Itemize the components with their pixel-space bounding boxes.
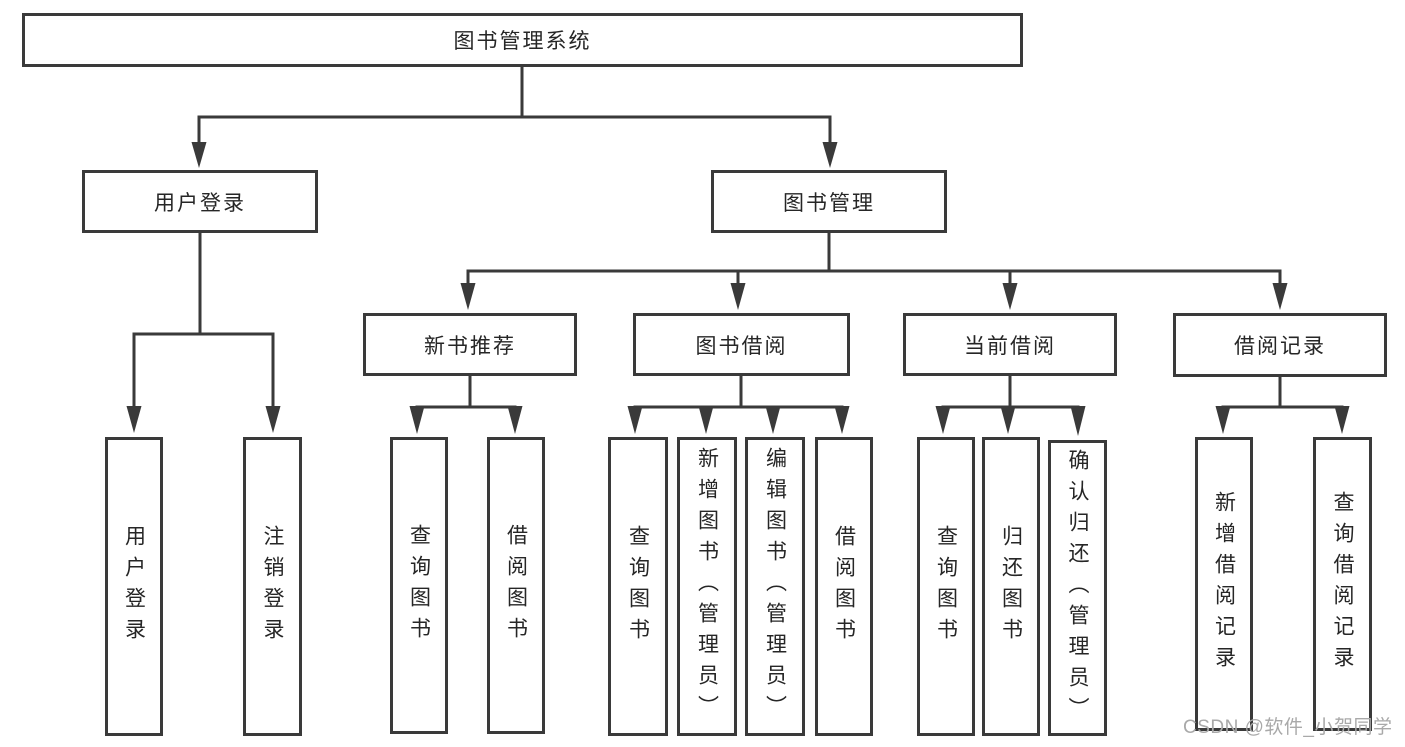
node-label: 图书借阅 [695, 334, 788, 358]
leaf-label: 编辑图书（管理员） [763, 447, 787, 726]
leaf-add-book-admin: 新增图书（管理员） [677, 437, 737, 736]
leaf-current-query-books: 查询图书 [917, 437, 975, 736]
leaf-label: 查询图书 [626, 524, 650, 649]
node-label: 新书推荐 [424, 334, 516, 358]
leaf-query-borrow-record: 查询借阅记录 [1313, 437, 1372, 731]
node-label: 图书管理系统 [453, 30, 592, 53]
leaf-label: 用户登录 [122, 524, 146, 649]
node-library-management-system: 图书管理系统 [22, 13, 1023, 67]
connector-borrow-children [627, 375, 850, 434]
leaf-borrow-books: 借阅图书 [815, 437, 873, 736]
node-label: 图书管理 [783, 191, 875, 215]
leaf-label: 查询图书 [934, 524, 958, 649]
node-book-borrow: 图书借阅 [633, 313, 850, 376]
leaf-user-login: 用户登录 [105, 437, 163, 736]
node-label: 用户登录 [154, 191, 246, 215]
connector-book-management-to-level3 [460, 232, 1288, 310]
leaf-label: 查询借阅记录 [1331, 491, 1354, 677]
connector-records-children [1215, 376, 1350, 434]
leaf-add-borrow-record: 新增借阅记录 [1195, 437, 1253, 731]
leaf-label: 借阅图书 [504, 523, 528, 648]
leaf-label: 注销登录 [261, 524, 284, 649]
node-book-management: 图书管理 [711, 170, 947, 233]
leaf-label: 新增借阅记录 [1212, 491, 1236, 677]
node-label: 借阅记录 [1234, 335, 1326, 358]
leaf-label: 归还图书 [999, 524, 1023, 649]
connector-root-to-level2 [191, 66, 838, 168]
node-user-login: 用户登录 [82, 170, 318, 233]
leaf-recommend-query-books: 查询图书 [390, 437, 448, 734]
connector-user-login-children [126, 232, 281, 433]
node-new-book-recommend: 新书推荐 [363, 313, 577, 376]
connector-current-children [935, 375, 1086, 436]
leaf-logout: 注销登录 [243, 437, 302, 736]
leaf-return-books: 归还图书 [982, 437, 1040, 736]
leaf-borrow-query-books: 查询图书 [608, 437, 668, 736]
leaf-label: 查询图书 [407, 523, 431, 648]
connector-recommend-children [409, 375, 523, 434]
csdn-watermark: CSDN @软件_小贺同学 [1183, 717, 1393, 738]
leaf-confirm-return-admin: 确认归还（管理员） [1048, 440, 1107, 736]
node-borrow-records: 借阅记录 [1173, 313, 1387, 377]
leaf-recommend-borrow-books: 借阅图书 [487, 437, 545, 734]
node-current-borrow: 当前借阅 [903, 313, 1117, 376]
leaf-label: 新增图书（管理员） [695, 447, 719, 726]
leaf-edit-book-admin: 编辑图书（管理员） [745, 437, 805, 736]
leaf-label: 确认归还（管理员） [1066, 448, 1089, 728]
leaf-label: 借阅图书 [832, 524, 856, 649]
node-label: 当前借阅 [964, 334, 1056, 358]
